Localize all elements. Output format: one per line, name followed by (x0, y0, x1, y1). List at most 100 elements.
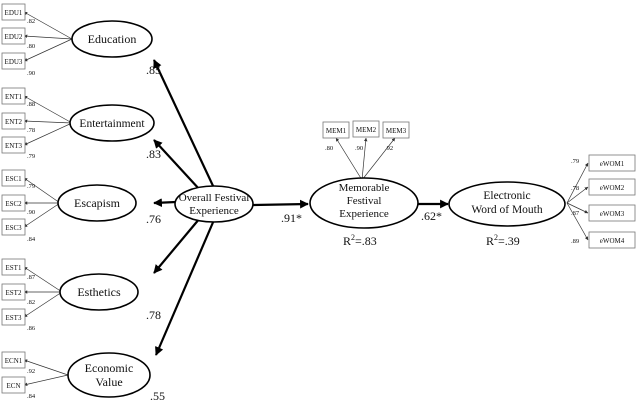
path-coefficient-overall-memorable: .91* (281, 211, 302, 225)
indicator-loading: .79 (27, 153, 35, 160)
construct-label-line1: Overall Festival (179, 192, 250, 204)
indicator-box-mem2 (352, 120, 380, 138)
construct-label-line3: Experience (339, 208, 389, 220)
indicator-label: EST1 (6, 264, 22, 272)
indicator-box-ent1 (1, 87, 26, 105)
indicator-loading: .89 (571, 238, 579, 245)
indicator-loading: .90 (27, 209, 35, 216)
indicator-loading: .86 (27, 325, 36, 332)
indicator-box-edu2 (1, 27, 26, 45)
indicator-label: eWOM4 (600, 237, 625, 245)
construct-label-line2: Experience (189, 205, 239, 217)
escapism-indicators: ESC1 .79 ESC2 .90 ESC3 .84 (1, 169, 61, 243)
construct-label: Esthetics (77, 285, 121, 299)
r-squared-memorable: R2=.83 (343, 233, 377, 248)
indicator-loading: .78 (27, 127, 35, 134)
indicator-box-mem3 (382, 121, 410, 139)
indicator-label: EDU3 (5, 58, 23, 66)
economic-value-indicators: ECN1 .92 ECN .84 (1, 351, 69, 400)
indicator-box-esc1 (1, 169, 26, 187)
path-coefficient-escapism: .76 (146, 212, 161, 226)
indicator-label: MEM2 (356, 126, 377, 134)
indicator-loading: .87 (571, 210, 580, 217)
indicator-loading: .88 (27, 101, 35, 108)
path-coefficient-education: .85 (146, 63, 161, 77)
construct-label-line1: Memorable (339, 182, 390, 194)
indicator-loading: .90 (27, 70, 35, 77)
construct-label-line2: Festival (347, 195, 382, 207)
indicator-box-edu1 (1, 3, 26, 21)
indicator-box-ent3 (1, 136, 26, 154)
indicator-box-ent2 (1, 112, 26, 130)
path-coefficient-economic-value: .55 (150, 389, 165, 403)
path-coefficient-entertainment: .83 (146, 147, 161, 161)
construct-education: Education (71, 20, 153, 58)
indicator-box-est3 (1, 308, 26, 326)
construct-entertainment: Entertainment (69, 104, 155, 142)
construct-memorable-festival-experience: Memorable Festival Experience (309, 177, 419, 229)
indicator-label: ENT3 (5, 142, 23, 150)
indicator-box-est1 (1, 258, 26, 276)
indicator-box-ecn2 (1, 376, 26, 394)
indicator-label: eWOM1 (600, 160, 625, 168)
construct-electronic-word-of-mouth: Electronic Word of Mouth (448, 181, 566, 227)
indicator-label: EDU2 (5, 33, 23, 41)
education-indicators: EDU1 .82 EDU2 .80 EDU3 .90 (1, 3, 73, 77)
indicator-loading: .84 (27, 393, 36, 400)
indicator-box-esc3 (1, 218, 26, 236)
indicator-loading: .79 (571, 158, 579, 165)
construct-label: Education (88, 32, 137, 46)
indicator-loading: .78 (571, 185, 579, 192)
indicator-loading: .90 (355, 145, 363, 152)
construct-economic-value: Economic Value (67, 352, 151, 398)
indicator-box-ewom1 (588, 154, 636, 172)
indicator-label: eWOM3 (600, 210, 625, 218)
indicator-label: EST3 (6, 314, 22, 322)
indicator-loading: .80 (27, 43, 35, 50)
indicator-label: EST2 (6, 289, 22, 297)
construct-label: Entertainment (79, 118, 145, 130)
indicator-label: MEM1 (326, 127, 347, 135)
construct-label-line2: Value (95, 375, 122, 389)
indicator-box-ewom3 (588, 204, 636, 222)
r-squared-ewom: R2=.39 (486, 233, 520, 248)
construct-escapism: Escapism (57, 184, 137, 222)
indicator-box-esc2 (1, 194, 26, 212)
path-coefficient-esthetics: .78 (146, 308, 161, 322)
indicator-label: ESC1 (5, 175, 22, 183)
indicator-loading: .92 (27, 368, 35, 375)
path-coefficient-memorable-ewom: .62* (421, 209, 442, 223)
indicator-box-est2 (1, 283, 26, 301)
indicator-box-mem1 (322, 121, 350, 139)
construct-esthetics: Esthetics (59, 273, 139, 311)
indicator-loading: .82 (27, 299, 35, 306)
indicator-label: ECN1 (5, 357, 23, 365)
entertainment-indicators: ENT1 .88 ENT2 .78 ENT3 .79 (1, 87, 73, 160)
construct-label-line1: Economic (85, 361, 134, 375)
indicator-box-ecn1 (1, 351, 26, 369)
indicator-box-ewom4 (588, 231, 636, 249)
indicator-label: MEM3 (386, 127, 407, 135)
indicator-label: EDU1 (5, 9, 23, 17)
indicator-label: ENT2 (5, 118, 23, 126)
ewom-indicators: eWOM1 .79 eWOM2 .78 eWOM3 .87 eWOM4 .89 (566, 154, 636, 249)
indicator-loading: .84 (27, 236, 36, 243)
construct-overall-festival-experience: Overall Festival Experience (174, 185, 254, 223)
indicator-box-edu3 (1, 52, 26, 70)
indicator-label: eWOM2 (600, 184, 625, 192)
indicator-box-ewom2 (588, 178, 636, 196)
construct-label: Escapism (74, 196, 121, 210)
structural-paths (153, 59, 449, 356)
indicator-loading: .82 (27, 18, 35, 25)
memorable-indicators: MEM1 .80 MEM2 .90 MEM3 .92 (322, 120, 410, 181)
indicator-loading: .80 (325, 145, 333, 152)
indicator-loading: .79 (27, 183, 35, 190)
indicator-label: ESC3 (5, 224, 22, 232)
indicator-label: ENT1 (5, 93, 23, 101)
indicator-label: ESC2 (5, 200, 22, 208)
indicator-loading: .92 (385, 145, 393, 152)
construct-label-line1: Electronic (483, 190, 530, 202)
construct-label-line2: Word of Mouth (471, 204, 543, 216)
esthetics-indicators: EST1 .87 EST2 .82 EST3 .86 (1, 258, 63, 332)
